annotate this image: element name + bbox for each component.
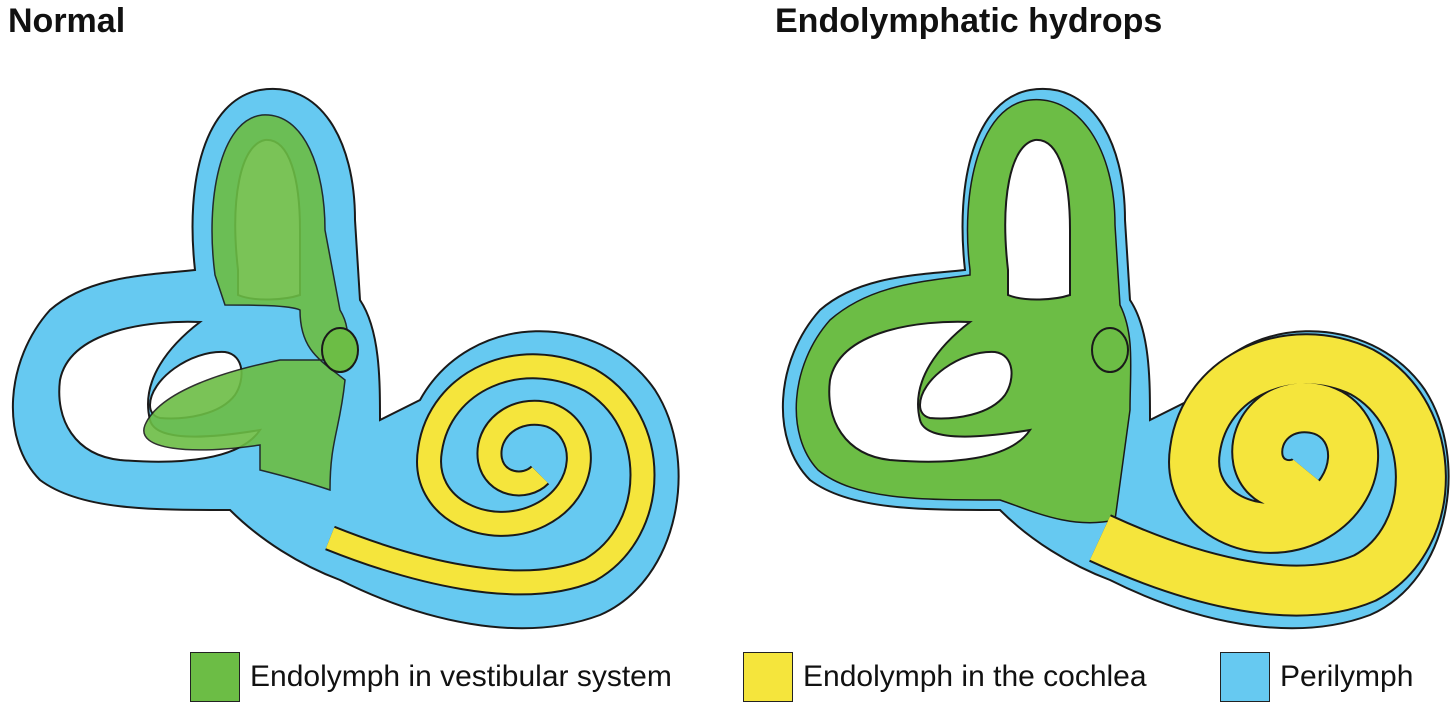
title-endolymphatic-hydrops: Endolymphatic hydrops [775,2,1163,40]
title-normal: Normal [8,2,126,40]
legend-item-cochlear-endolymph: Endolymph in the cochlea [743,651,1147,703]
legend-label: Endolymph in vestibular system [250,660,672,693]
legend-swatch-green [190,652,240,702]
legend-label: Perilymph [1280,660,1414,693]
normal-inner-ear-diagram [11,87,680,630]
legend-swatch-yellow [743,652,793,702]
posterior-canal-hole [918,350,1013,420]
vestibular-endolymph-region [143,114,359,492]
legend-item-perilymph: Perilymph [1220,651,1413,703]
hydrops-inner-ear-diagram [781,87,1450,630]
legend-item-vestibular-endolymph: Endolymph in vestibular system [190,651,672,703]
legend-label: Endolymph in the cochlea [803,660,1147,693]
lateral-canal-hole [828,320,1033,463]
legend-swatch-blue [1220,652,1270,702]
superior-canal-hole [1004,138,1071,301]
cochlea-spiral [1089,333,1447,617]
cochlea-spiral [325,353,656,596]
